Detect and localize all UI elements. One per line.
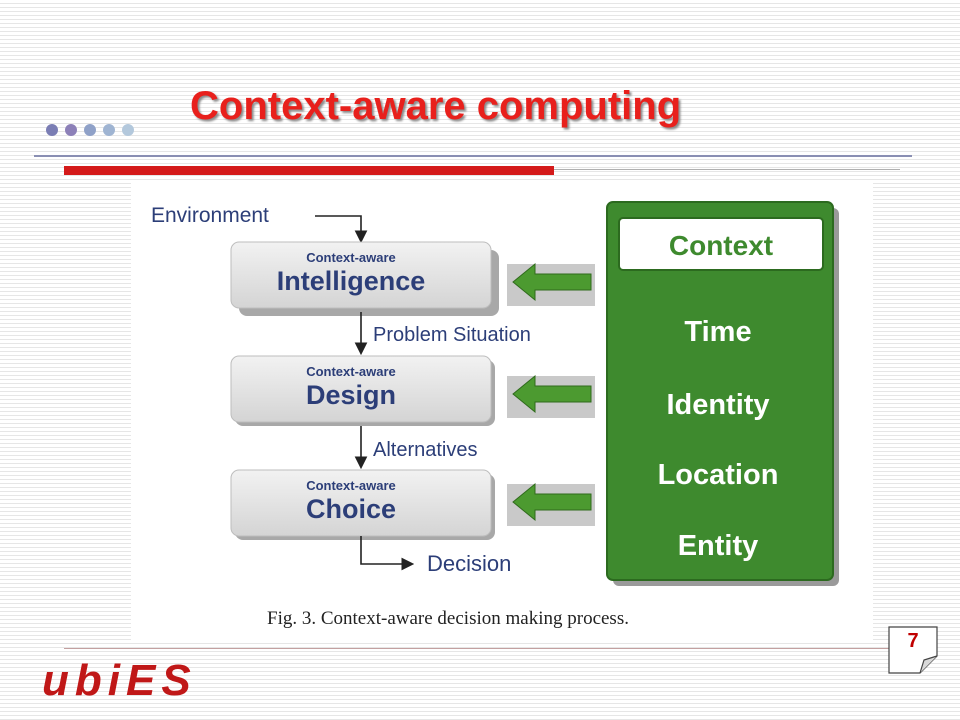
step-prefix: Context-aware — [306, 250, 396, 265]
decision-arrow — [360, 536, 415, 571]
step-name: Design — [306, 380, 396, 410]
title-divider — [34, 155, 912, 157]
step-design: Context-aware Design — [230, 355, 495, 426]
context-item-location: Location — [658, 459, 779, 491]
step-prefix: Context-aware — [306, 478, 396, 493]
context-panel-body — [606, 201, 834, 581]
folded-corner-icon — [888, 626, 938, 674]
bullet-dot — [46, 124, 58, 136]
context-header-box — [618, 217, 824, 271]
step-prefix: Context-aware — [306, 364, 396, 379]
green-arrow-left-icon — [512, 262, 592, 302]
context-item-identity: Identity — [666, 389, 769, 421]
context-header: Context — [669, 230, 773, 261]
ubies-logo: ubiES — [42, 656, 197, 705]
page-number-badge: 7 — [888, 626, 938, 674]
decision-label: Decision — [427, 551, 511, 576]
figure-svg: Environment Context-aware Intelligence P… — [151, 201, 839, 629]
flow-label-alternatives: Alternatives — [373, 439, 478, 461]
context-item-entity: Entity — [678, 530, 759, 562]
bullet-dot — [65, 124, 77, 136]
title-underline-red — [64, 166, 554, 175]
green-arrow-left-icon — [512, 374, 592, 414]
decision-process-figure: Environment Context-aware Intelligence P… — [131, 180, 873, 642]
step-name: Choice — [306, 494, 396, 524]
context-panel: Context Time Identity Location Entity — [606, 201, 839, 586]
bullet-dot — [103, 124, 115, 136]
step-box — [230, 355, 492, 423]
step-box — [230, 241, 492, 309]
step-choice: Context-aware Choice — [230, 469, 495, 540]
slide-title: Context-aware computing — [190, 84, 682, 128]
page-number: 7 — [907, 630, 919, 652]
figure-caption: Fig. 3. Context-aware decision making pr… — [267, 608, 629, 629]
environment-arrow — [315, 215, 368, 244]
bullet-dot — [84, 124, 96, 136]
green-arrow-left-icon — [512, 482, 592, 522]
step-name: Intelligence — [277, 266, 426, 296]
bullet-dots — [46, 124, 134, 136]
context-item-time: Time — [684, 316, 751, 348]
environment-label: Environment — [151, 204, 269, 227]
bullet-dot — [122, 124, 134, 136]
context-arrows — [507, 262, 595, 526]
flow-label-problem-situation: Problem Situation — [373, 324, 531, 346]
step-intelligence: Context-aware Intelligence — [230, 241, 499, 316]
footer-divider — [64, 648, 900, 649]
